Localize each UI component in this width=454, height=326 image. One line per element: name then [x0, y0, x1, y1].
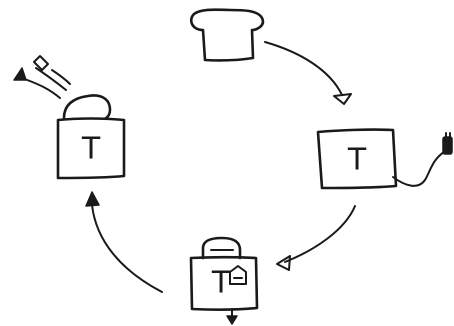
bread-slice [190, 8, 265, 62]
toaster-toasting: T [189, 236, 259, 325]
toaster-label: T [347, 143, 367, 178]
toaster-label: T [211, 266, 231, 301]
toaster-label: T [81, 132, 101, 167]
arrow-toasting-to-popped [85, 191, 163, 293]
arrow-plug-to-toasting [276, 205, 356, 271]
toaster-plugged: T [316, 128, 453, 190]
arrow-bread-to-plug [264, 41, 352, 105]
toaster-popped: T [13, 55, 126, 180]
